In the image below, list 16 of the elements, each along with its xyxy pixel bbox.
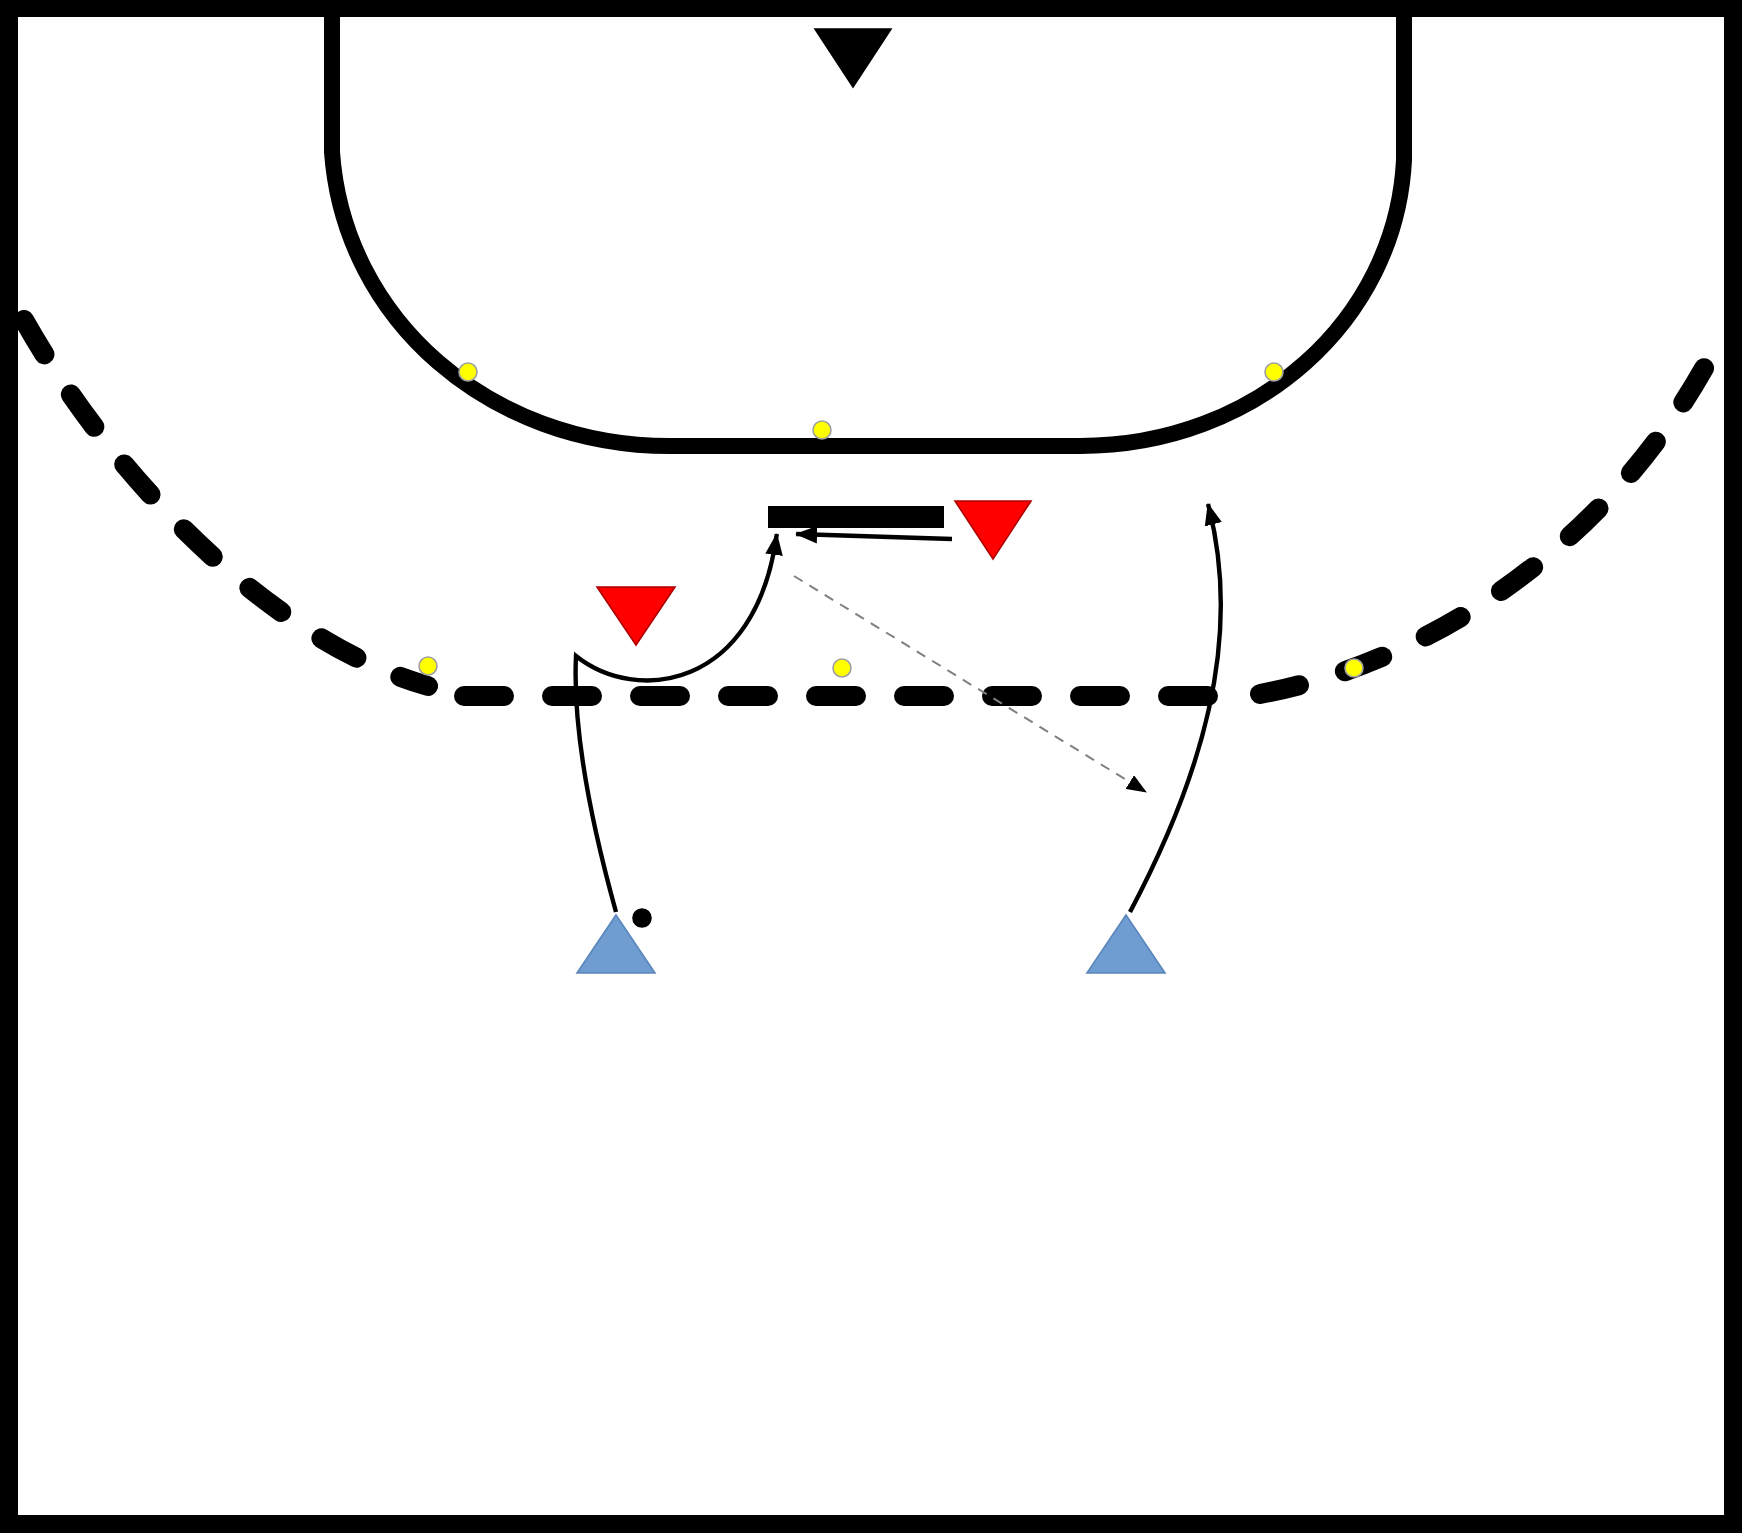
player-marker-icon [576, 914, 656, 974]
player-marker-icon [954, 500, 1032, 560]
player-marker-icon [814, 28, 892, 88]
arrow [1128, 502, 1223, 913]
obstacle-bar-icon [768, 506, 944, 528]
cone-marker-icon [1264, 362, 1284, 382]
ball-icon [632, 908, 652, 928]
cone-marker-icon [418, 656, 438, 676]
arrow [573, 532, 782, 913]
player-marker-icon [1086, 914, 1166, 974]
cone-marker-icon [812, 420, 832, 440]
cone-marker-icon [458, 362, 478, 382]
player-marker-icon [596, 586, 676, 646]
cone-marker-icon [832, 658, 852, 678]
arrow [795, 525, 953, 544]
cone-marker-icon [1344, 658, 1364, 678]
